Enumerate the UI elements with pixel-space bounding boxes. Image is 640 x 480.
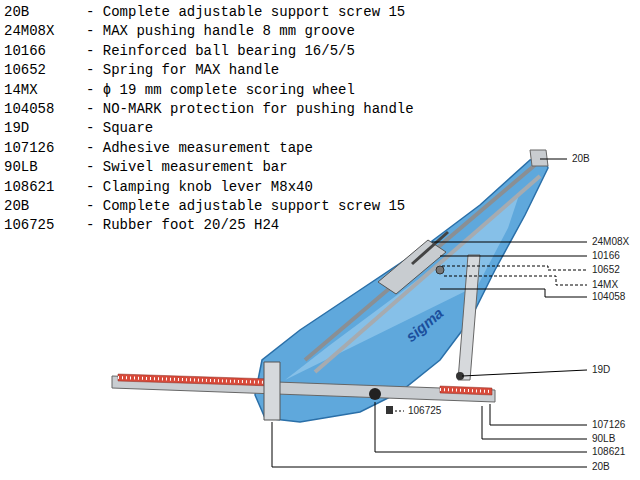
callout-number: 107126 [592, 419, 625, 431]
tape-ticks [118, 378, 272, 383]
leader-line [395, 411, 404, 412]
part-description: - Complete adjustable support screw 15 [86, 198, 405, 214]
callout-number: 106725 [408, 405, 441, 417]
scoring-wheel [436, 266, 444, 274]
leader-line [440, 256, 587, 257]
square [458, 255, 480, 380]
callout-number: 20B [592, 461, 610, 473]
support-screw [530, 150, 548, 166]
leader-line [375, 402, 587, 452]
part-description: - Complete adjustable support screw 15 [86, 4, 405, 20]
callout-number: 14MX [592, 279, 618, 291]
leader-line [432, 242, 587, 243]
part-description: - Spring for MAX handle [86, 62, 279, 78]
base-plate [285, 192, 520, 380]
part-code: 106725 [4, 217, 54, 233]
part-code: 10166 [4, 43, 46, 59]
handle-lever [412, 232, 448, 264]
measurement-tape [118, 374, 272, 386]
part-code: 104058 [4, 101, 54, 117]
part-code: 90LB [4, 159, 38, 175]
part-code: 10652 [4, 62, 46, 78]
part-code: 20B [4, 4, 29, 20]
leader-line [540, 159, 567, 160]
pushing-handle [378, 240, 446, 294]
part-code: 107126 [4, 140, 54, 156]
leader-line [490, 404, 587, 425]
leader-line [482, 406, 587, 439]
part-description: - ϕ 19 mm complete scoring wheel [86, 82, 355, 98]
leader-line [440, 289, 587, 297]
callout-number: 104058 [592, 291, 625, 303]
part-description: - Rubber foot 20/25 H24 [86, 217, 279, 233]
callout-number: 20B [572, 153, 590, 165]
tape-ticks [440, 390, 492, 392]
part-code: 108621 [4, 179, 54, 195]
end-stand [264, 362, 280, 420]
part-code: 20B [4, 198, 29, 214]
callout-number: 108621 [592, 446, 625, 458]
part-description: - NO-MARK protection for pushing handle [86, 101, 414, 117]
clamping-knob [369, 388, 381, 400]
callout-number: 90LB [592, 433, 615, 445]
callout-number: 19D [592, 364, 610, 376]
callout-number: 10652 [592, 264, 620, 276]
part-description: - Square [86, 120, 153, 136]
guide-rail [305, 165, 535, 360]
part-description: - Reinforced ball bearing 16/5/5 [86, 43, 355, 59]
brand-text: sigma [403, 305, 446, 345]
leader-line [462, 370, 587, 376]
measurement-tape [440, 386, 492, 395]
leader-line [442, 266, 587, 270]
part-code: 24M08X [4, 23, 54, 39]
part-code: 19D [4, 120, 29, 136]
callout-number: 24M08X [592, 236, 629, 248]
part-description: - Clamping knob lever M8x40 [86, 179, 313, 195]
callout-number: 10166 [592, 250, 620, 262]
part-code: 14MX [4, 82, 38, 98]
leader-line [444, 276, 587, 285]
rubber-foot [386, 406, 393, 414]
part-description: - MAX pushing handle 8 mm groove [86, 23, 355, 39]
part-description: - Adhesive measurement tape [86, 140, 313, 156]
leader-line [272, 422, 587, 467]
part-description: - Swivel measurement bar [86, 159, 288, 175]
